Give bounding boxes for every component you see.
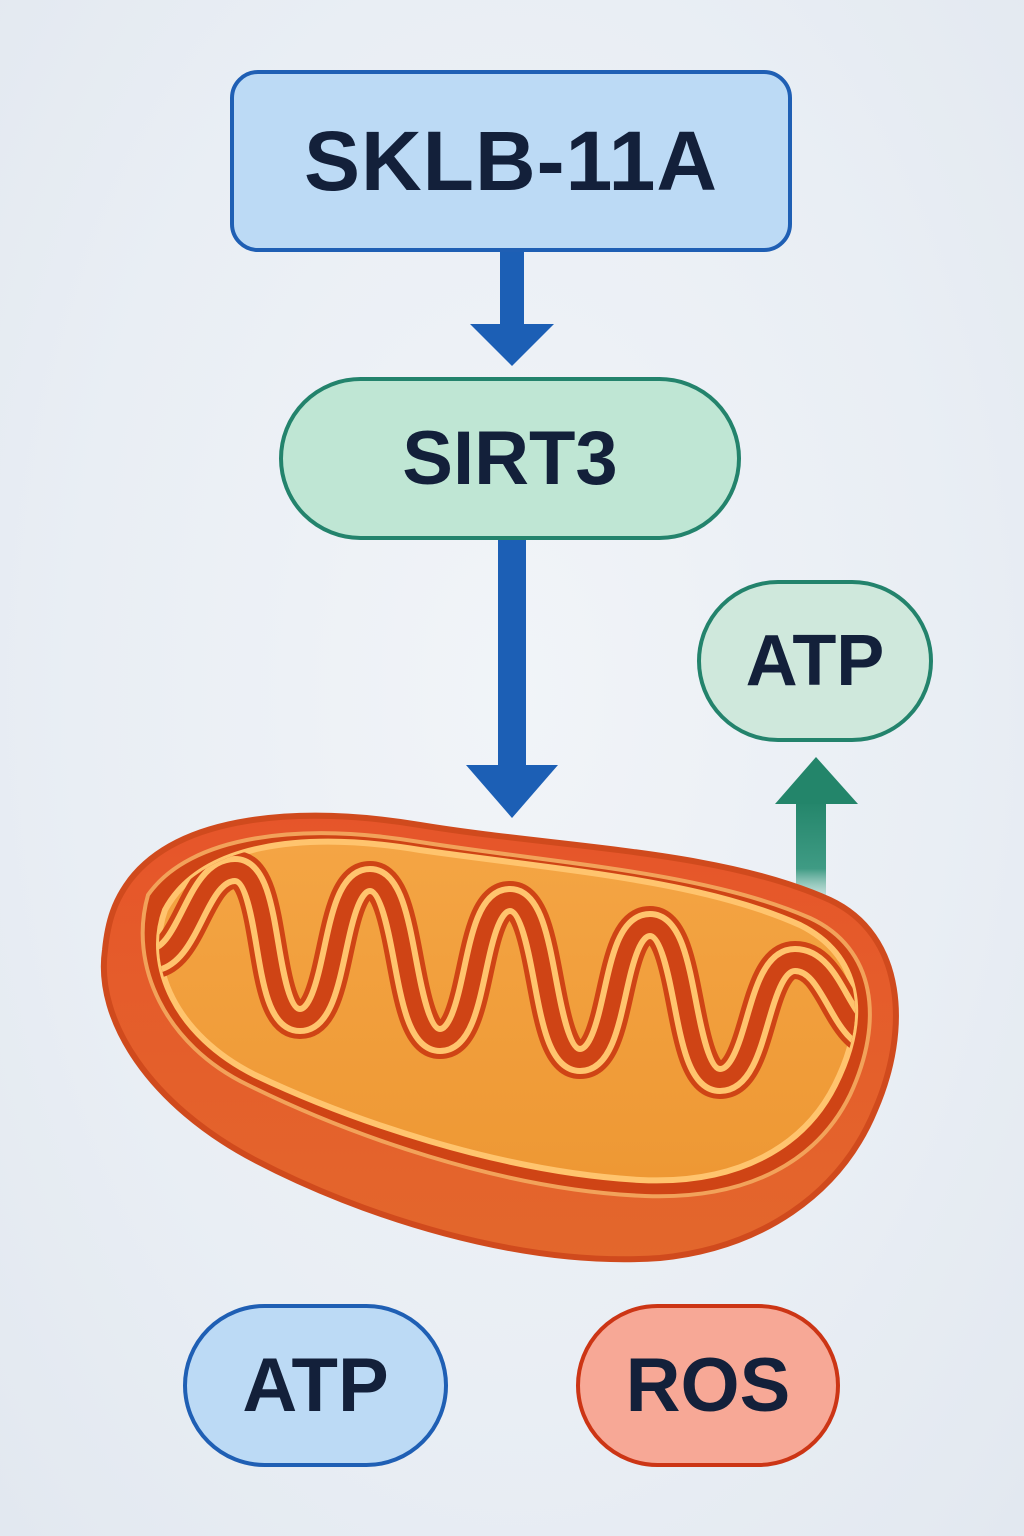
ros-node: ROS: [576, 1304, 840, 1467]
arrow-sirt3-to-mitochondrion: [466, 540, 558, 818]
ros-label: ROS: [625, 1343, 791, 1428]
atp-output-node: ATP: [697, 580, 933, 742]
sklb-11a-node: SKLB-11A: [230, 70, 792, 252]
arrow-mitochondrion-to-atp: [775, 757, 858, 898]
sirt3-label: SIRT3: [402, 416, 618, 501]
atp-output-label: ATP: [745, 621, 885, 701]
atp-node: ATP: [183, 1304, 448, 1467]
atp-label: ATP: [242, 1343, 389, 1428]
arrow-sklb-to-sirt3: [470, 252, 554, 366]
sirt3-node: SIRT3: [279, 377, 741, 540]
mitochondrion-illustration: [100, 812, 899, 1263]
sklb-11a-label: SKLB-11A: [303, 113, 719, 208]
